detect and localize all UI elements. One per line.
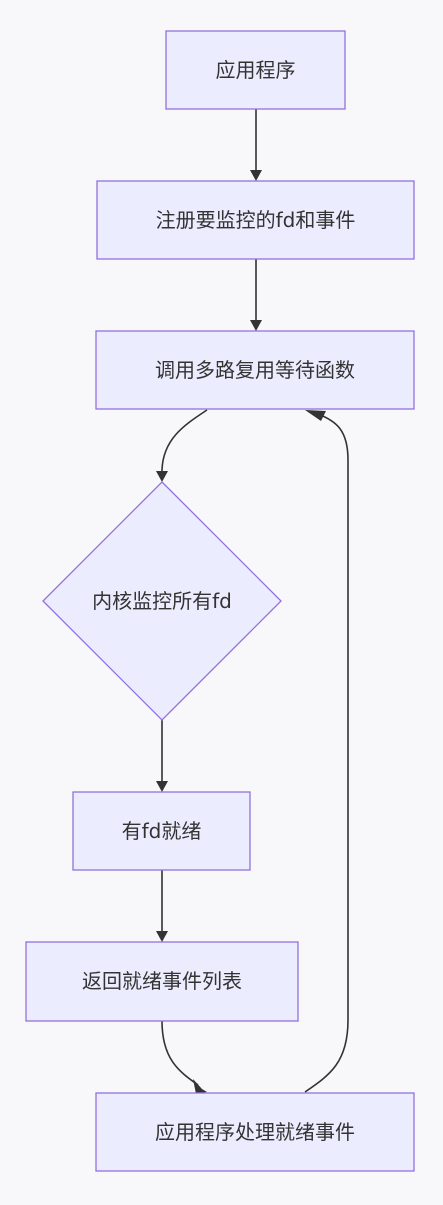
node-label: 注册要监控的fd和事件 — [156, 208, 356, 232]
node-label: 返回就绪事件列表 — [82, 969, 242, 993]
node-label: 调用多路复用等待函数 — [155, 358, 355, 382]
arrowhead — [250, 170, 262, 181]
node-diamond — [42, 481, 282, 721]
node-box — [95, 330, 415, 410]
node-register: 注册要监控的fd和事件 — [96, 180, 415, 260]
arrowhead — [250, 320, 262, 331]
node-label: 内核监控所有fd — [92, 589, 232, 613]
node-box — [96, 180, 415, 260]
node-fd-ready: 有fd就绪 — [72, 791, 251, 871]
arrowhead — [156, 471, 168, 482]
edges — [156, 109, 349, 1094]
node-return-list: 返回就绪事件列表 — [25, 941, 299, 1022]
node-app: 应用程序 — [165, 30, 346, 110]
node-label: 应用程序处理就绪事件 — [155, 1120, 355, 1144]
arrowhead — [156, 931, 168, 942]
edge-return-list-to-app-handle — [161, 1020, 199, 1086]
node-box — [95, 1092, 415, 1172]
node-box — [72, 791, 251, 871]
node-label: 应用程序 — [216, 58, 296, 82]
node-box — [165, 30, 346, 110]
node-app-handle: 应用程序处理就绪事件 — [95, 1092, 415, 1172]
arrowhead — [156, 781, 168, 792]
edge-call-wait-to-kernel-monitor — [161, 409, 208, 473]
node-call-wait: 调用多路复用等待函数 — [95, 330, 415, 410]
node-label: 有fd就绪 — [122, 819, 202, 843]
arrowhead — [305, 410, 326, 421]
arrowhead — [193, 1079, 207, 1094]
edge-app-handle-to-call-wait — [304, 413, 349, 1093]
node-kernel-monitor: 内核监控所有fd — [42, 481, 282, 721]
node-box — [25, 941, 299, 1022]
